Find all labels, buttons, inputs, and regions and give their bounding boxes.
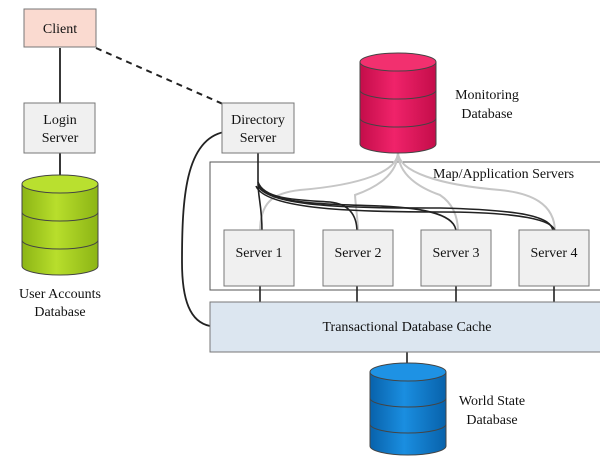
server-3-label: Server 3: [432, 246, 479, 261]
world-state-db-label-line1: World State: [459, 394, 525, 409]
login-server-label-line2: Server: [42, 131, 79, 146]
directory-server-label-line1: Directory: [231, 113, 285, 128]
map-application-servers-label: Map/Application Servers: [433, 167, 574, 182]
user-accounts-db-label-line1: User Accounts: [19, 287, 101, 302]
server-4-label: Server 4: [530, 246, 577, 261]
user-accounts-database-cylinder: [21, 174, 99, 276]
directory-links: [255, 152, 556, 233]
server-2-label: Server 2: [334, 246, 381, 261]
server-cache-links: [259, 286, 555, 364]
login-server-box: [23, 102, 96, 154]
monitoring-database-cylinder: [359, 52, 437, 154]
server-4-box: [518, 229, 590, 287]
server-3-box: [420, 229, 492, 287]
client-box: [23, 8, 97, 48]
monitoring-links: [259, 151, 556, 233]
monitoring-db-label-line1: Monitoring: [455, 88, 519, 103]
world-state-database-cylinder: [369, 362, 447, 456]
world-state-db-label-line2: Database: [466, 413, 517, 428]
server-2-box: [322, 229, 394, 287]
transactional-database-cache-label: Transactional Database Cache: [323, 320, 492, 335]
server-1-box: [223, 229, 295, 287]
user-accounts-db-label-line2: Database: [34, 305, 85, 320]
login-server-label-line1: Login: [43, 113, 76, 128]
client-directory-dashed-link: [95, 47, 233, 109]
monitoring-db-label-line2: Database: [461, 107, 512, 122]
directory-server-box: [221, 102, 295, 154]
server-1-label: Server 1: [235, 246, 282, 261]
directory-cache-link: [181, 131, 225, 327]
directory-server-label-line2: Server: [240, 131, 277, 146]
transactional-database-cache-box: [209, 301, 600, 353]
client-label: Client: [43, 22, 77, 37]
